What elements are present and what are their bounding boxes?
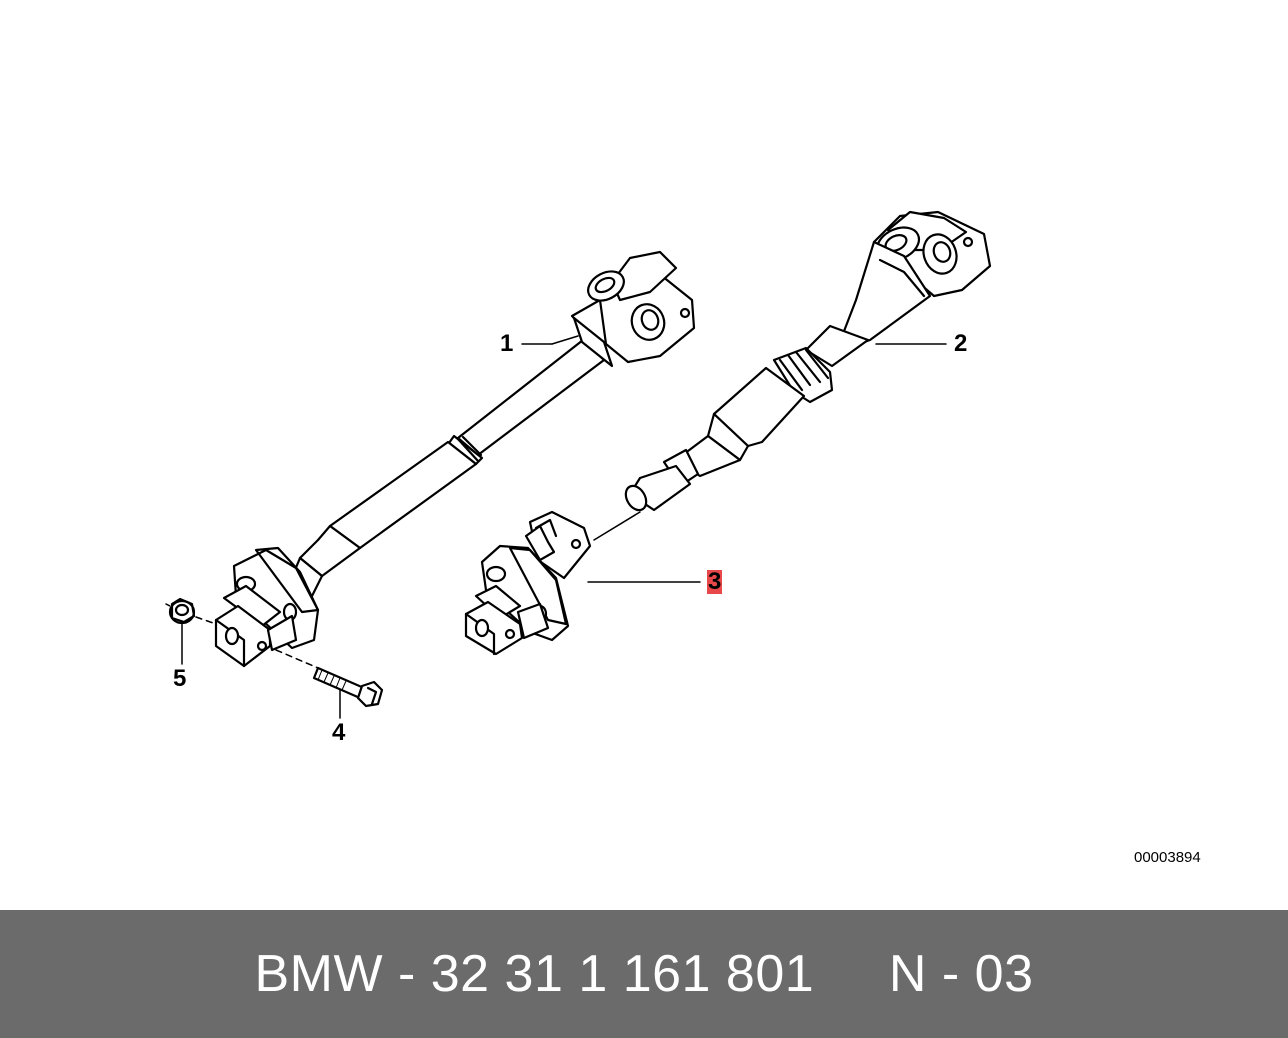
flexible-coupling-part-3: [464, 510, 592, 656]
steering-shaft-part-1: [214, 250, 696, 668]
callout-4: 4: [332, 719, 346, 746]
steering-shaft-part-2: [624, 210, 992, 512]
diagram-image-id: 00003894: [1134, 849, 1201, 866]
parts-diagram: [165, 210, 992, 719]
callout-2: 2: [954, 330, 968, 357]
part-number-caption: BMW - 32 31 1 161 801 N - 03: [254, 945, 1034, 1003]
bolt-part-4: [275, 649, 384, 708]
callout-5: 5: [173, 665, 187, 692]
footer-bar: BMW - 32 31 1 161 801 N - 03: [0, 910, 1288, 1038]
callout-3: 3: [707, 568, 723, 595]
callout-1: 1: [500, 330, 514, 357]
leader-lines: [181, 335, 947, 719]
nut-part-5: [168, 597, 196, 625]
